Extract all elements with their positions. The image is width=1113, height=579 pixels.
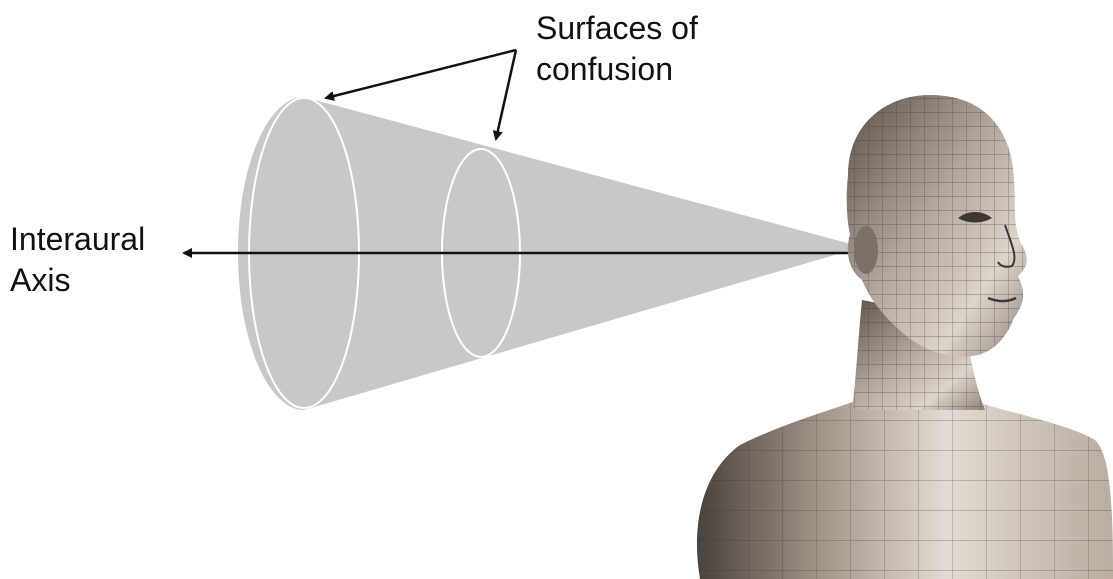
pointer-arrow-small-surface (492, 49, 518, 141)
eye (958, 212, 992, 223)
human-head-model (696, 95, 1113, 579)
surfaces-label-line1: Surfaces of (536, 10, 698, 46)
surfaces-label-line2: confusion (536, 51, 673, 87)
mouth (987, 296, 1017, 303)
axis-label-line1: Interaural (10, 221, 145, 257)
axis-label-line2: Axis (10, 262, 70, 298)
nose (997, 224, 1016, 268)
pointer-arrow-large-surface (324, 48, 517, 101)
ear (854, 226, 878, 274)
